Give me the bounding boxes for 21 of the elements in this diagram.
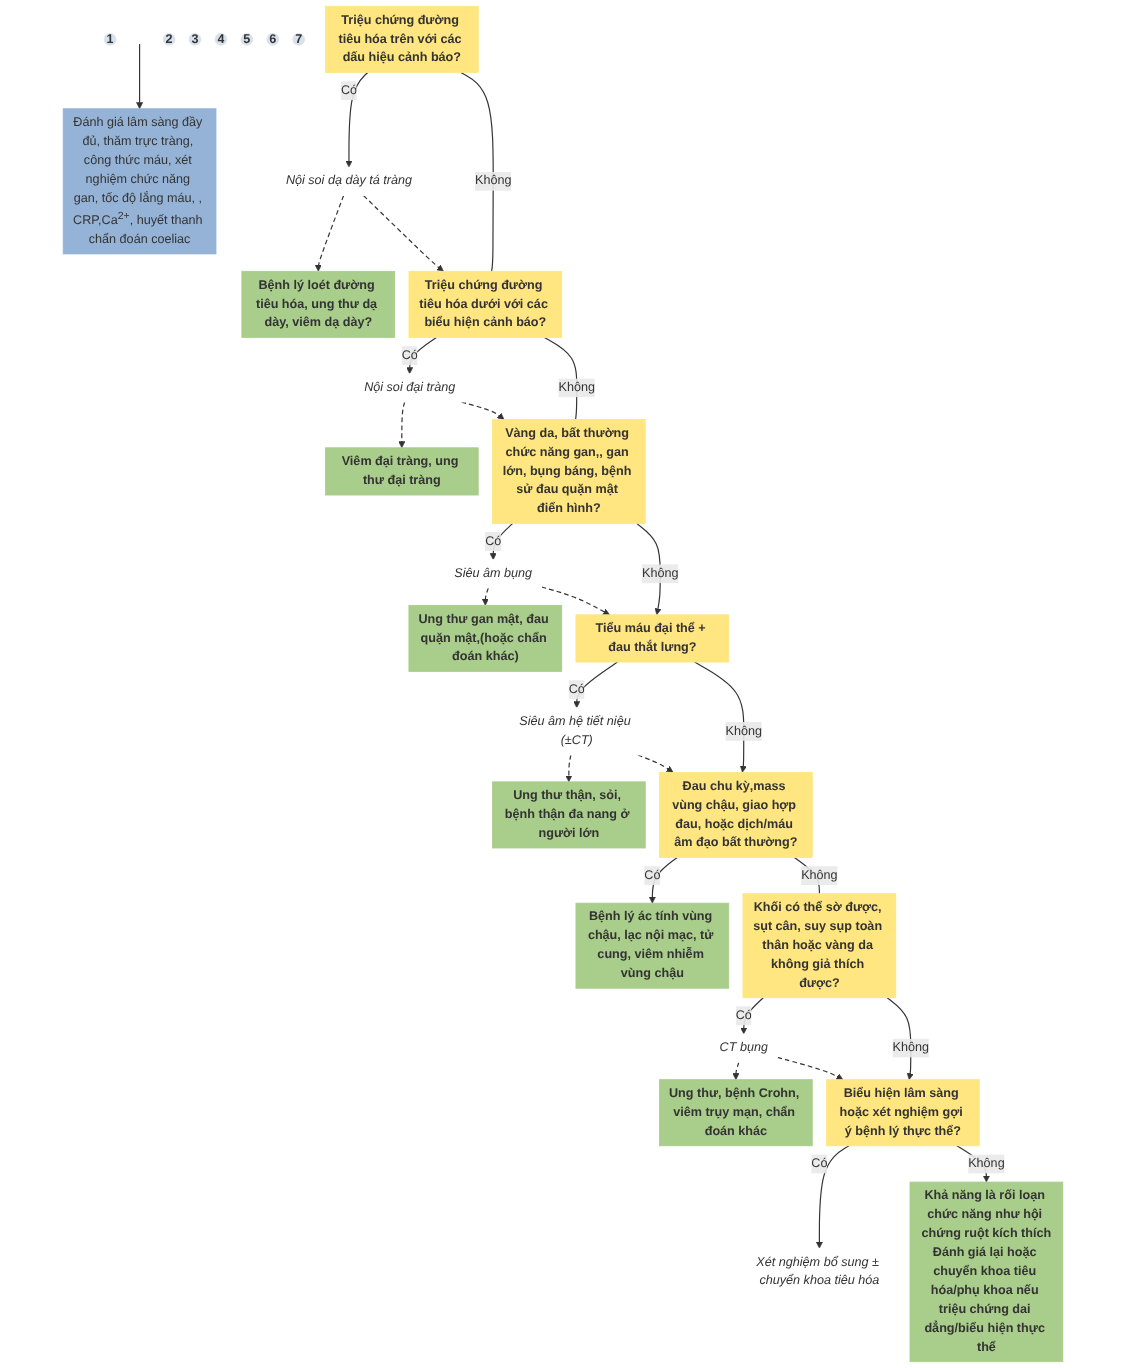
arrow — [815, 1145, 850, 1249]
arrow — [565, 754, 573, 783]
arrow — [693, 661, 747, 773]
arrow — [460, 401, 505, 420]
arrow — [345, 71, 369, 168]
arrow — [573, 661, 619, 709]
arrow — [636, 522, 662, 616]
arrow — [362, 194, 444, 272]
arrow — [540, 586, 610, 616]
arrow — [732, 1061, 740, 1080]
arrow — [776, 1056, 844, 1080]
arrow — [886, 997, 914, 1080]
connector — [460, 71, 494, 272]
arrow — [314, 194, 345, 272]
arrow — [637, 754, 674, 773]
arrow — [406, 336, 438, 374]
arrow — [398, 401, 406, 449]
arrow — [136, 43, 144, 110]
arrow — [481, 587, 489, 606]
arrow — [648, 856, 678, 904]
connector — [543, 336, 578, 420]
